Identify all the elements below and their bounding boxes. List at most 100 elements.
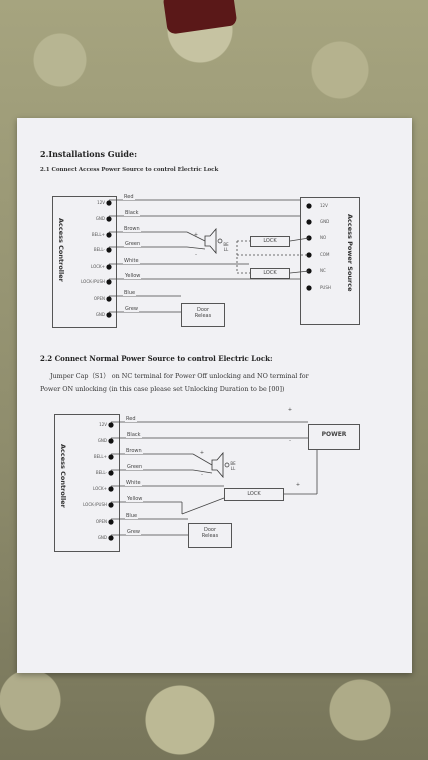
controller-terminal	[108, 422, 114, 428]
power-terminal	[306, 285, 312, 291]
power-pin-label: NC	[320, 268, 326, 273]
controller-terminal	[108, 438, 114, 444]
lock-box-2	[224, 488, 284, 501]
power-pin-label: GND	[320, 219, 330, 224]
door-release-box-1	[181, 303, 225, 327]
wire-line	[181, 497, 225, 515]
controller-terminal	[108, 519, 114, 525]
controller-pin-label: LOCK+	[92, 486, 107, 491]
wire-line	[186, 231, 206, 242]
wire-color-label: White	[125, 480, 142, 486]
wire-color-label: Grew	[126, 529, 141, 535]
plus-sign-2c: +	[295, 482, 301, 488]
controller-pin-label: LOCK+	[90, 264, 105, 269]
plus-sign-2b: +	[199, 450, 205, 456]
bell-label-1: BE LL	[223, 242, 229, 252]
power-pin-label: NO	[320, 235, 327, 240]
controller-terminal	[106, 264, 112, 270]
controller-pin-label: GND	[97, 438, 107, 443]
wire-line	[192, 453, 213, 466]
power-terminal	[306, 268, 312, 274]
power-source-label: Access Power Source	[346, 214, 354, 292]
controller-pin-label: BELL-	[93, 247, 105, 252]
controller-pin-label: OPEN	[93, 296, 105, 301]
wire-color-label: Green	[126, 464, 144, 470]
controller-label-1: Access Controller	[57, 218, 65, 282]
access-controller-box-2	[54, 414, 120, 552]
controller-pin-label: BELL+	[93, 454, 107, 459]
power-pin-label: 12V	[320, 203, 328, 208]
controller-pin-label: GND	[95, 312, 105, 317]
controller-terminal	[108, 535, 114, 541]
power-terminal	[306, 219, 312, 225]
minus-sign-2b: -	[201, 472, 203, 478]
wire-color-label: Brown	[123, 226, 141, 232]
controller-pin-label: GND	[95, 216, 105, 221]
bell-speaker-1	[204, 227, 217, 255]
wire-line	[289, 270, 310, 274]
wire-color-label: Black	[124, 210, 140, 216]
section1-title: 2.1 Connect Access Power Source to contr…	[40, 167, 219, 173]
wire-color-label: Grew	[124, 306, 139, 312]
controller-label-2: Access Controller	[59, 444, 67, 508]
lock-box-1a	[250, 236, 290, 247]
door-release-box-2	[188, 523, 232, 548]
controller-terminal	[108, 502, 114, 508]
lock-box-1b	[250, 268, 290, 279]
wire-color-label: Yellow	[124, 273, 142, 279]
controller-pin-label: OPEN	[95, 519, 107, 524]
door-release-label-1: Door Releas	[194, 307, 212, 319]
controller-terminal	[106, 200, 112, 206]
section2-title: 2.2 Connect Normal Power Source to contr…	[40, 354, 273, 363]
controller-pin-label: BELL+	[91, 232, 105, 237]
controller-terminal	[106, 232, 112, 238]
controller-pin-label: 12V	[99, 422, 107, 427]
controller-pin-label: LOCK-/PUSH	[83, 502, 107, 507]
power-pin-label: COM	[320, 252, 330, 257]
door-release-label-2: Door Releas	[201, 527, 219, 539]
section2-paragraph-line1: Jumper Cap（S1） on NC terminal for Power …	[50, 372, 309, 380]
document-page: 2.Installations Guide: 2.1 Connect Acces…	[17, 118, 412, 673]
wire-color-label: Brown	[125, 448, 143, 454]
lock-label-2: LOCK	[247, 491, 261, 497]
controller-terminal	[106, 312, 112, 318]
controller-pin-label: BELL-	[95, 470, 107, 475]
controller-terminal	[108, 454, 114, 460]
wire-color-label: Red	[125, 416, 137, 422]
wire-color-label: Blue	[123, 290, 137, 296]
power-label: POWER	[321, 431, 347, 438]
controller-terminal	[106, 279, 112, 285]
wire-line	[192, 469, 213, 474]
wire-color-label: Yellow	[126, 496, 144, 502]
section2-paragraph-line2: Power ON unlocking (in this case please …	[40, 385, 285, 393]
wire-color-label: Blue	[125, 513, 139, 519]
plus-sign-1: +	[193, 232, 199, 238]
controller-terminal	[106, 216, 112, 222]
plus-sign-2a: +	[287, 407, 293, 413]
minus-sign-2a: -	[289, 438, 291, 444]
controller-terminal	[106, 296, 112, 302]
wire-color-label: Green	[124, 241, 142, 247]
controller-pin-label: LOCK-/PUSH	[81, 279, 105, 284]
wire-line	[186, 246, 206, 250]
power-source-box	[300, 197, 360, 325]
wire-line	[289, 237, 310, 242]
power-terminal	[306, 203, 312, 209]
wire-color-label: White	[123, 258, 140, 264]
minus-sign-1: -	[195, 252, 197, 258]
controller-terminal	[106, 247, 112, 253]
bell-speaker-2	[211, 451, 224, 479]
controller-terminal	[108, 486, 114, 492]
bell-speaker-1-symbol	[217, 238, 223, 244]
bell-speaker-2-symbol	[224, 462, 230, 468]
bell-label-2: BE LL	[230, 461, 236, 471]
wire-color-label: Black	[126, 432, 142, 438]
power-terminal	[306, 252, 312, 258]
lock-label-1b: LOCK	[263, 270, 277, 276]
controller-terminal	[108, 470, 114, 476]
controller-pin-label: 12V	[97, 200, 105, 205]
controller-pin-label: GND	[97, 535, 107, 540]
wire-color-label: Red	[123, 194, 135, 200]
lock-label-1a: LOCK	[263, 238, 277, 244]
power-pin-label: PUSH	[320, 285, 331, 290]
